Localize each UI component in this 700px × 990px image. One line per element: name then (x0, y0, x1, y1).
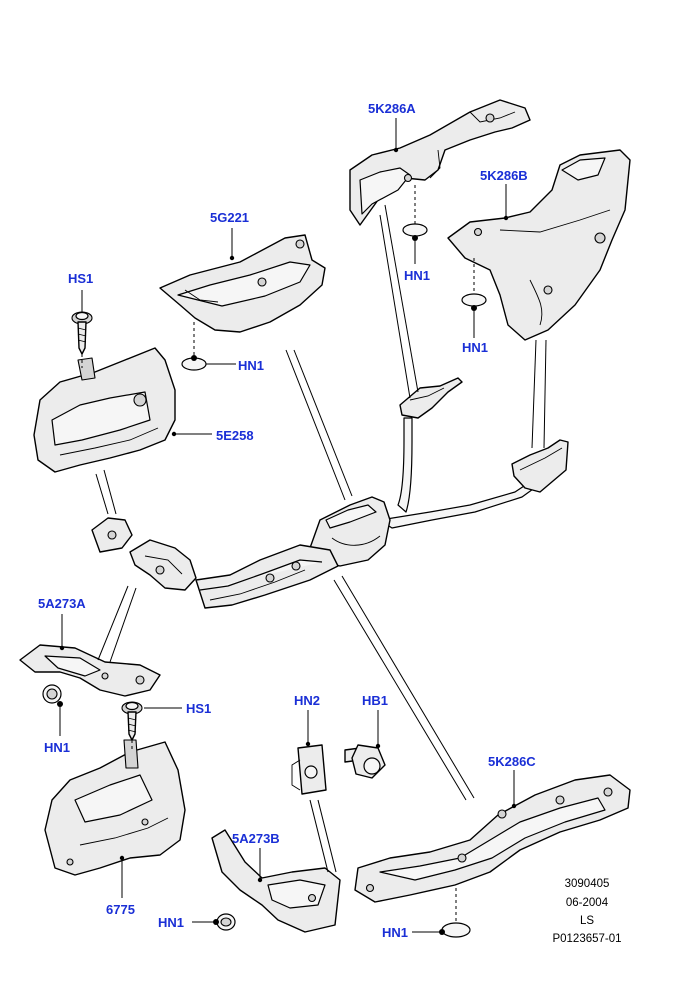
nut-hn1-5k286b (461, 293, 487, 311)
heat-shield-5k286c (354, 774, 631, 903)
callout-hs1-mid: HS1 (186, 701, 211, 716)
diagram-ref-number: 3090405 (564, 878, 610, 890)
callout-5g221: 5G221 (210, 210, 249, 225)
heat-shield-5k286a (349, 99, 531, 226)
callout-labels: HS1 5G221 HN1 5K286A HN1 5K286B HN1 5E25… (38, 101, 536, 940)
clip-nut-hn2 (291, 744, 327, 795)
leader-lines (59, 118, 547, 933)
callout-hn1-5a273a: HN1 (44, 740, 70, 755)
callout-5e258: 5E258 (216, 428, 254, 443)
nut-hn1-5a273a (42, 684, 63, 707)
heat-shield-6775 (44, 739, 186, 876)
callout-hs1-top: HS1 (68, 271, 93, 286)
callout-hn1-5g221: HN1 (238, 358, 264, 373)
callout-5k286c: 5K286C (488, 754, 536, 769)
nut-hn1-5k286c (439, 922, 471, 938)
diagram-model: LS (579, 915, 595, 927)
exhaust-system (91, 377, 569, 609)
nut-hn1-5a273b (213, 913, 236, 931)
diagram-date: 06-2004 (565, 897, 609, 909)
nut-hn1-5g221 (181, 355, 207, 371)
callout-hn1-5k286c: HN1 (382, 925, 408, 940)
callout-6775: 6775 (106, 902, 135, 917)
diagram-part-number: P0123657-01 (552, 933, 622, 945)
callout-5a273a: 5A273A (38, 596, 86, 611)
callout-hb1: HB1 (362, 693, 388, 708)
callout-hn2: HN2 (294, 693, 320, 708)
heat-shield-5e258 (33, 347, 176, 473)
bolt-hb1 (344, 744, 386, 779)
callout-hn1-5k286a: HN1 (404, 268, 430, 283)
callout-hn1-5k286b: HN1 (462, 340, 488, 355)
screw-hs1-mid (121, 701, 143, 741)
callout-hn1-5a273b: HN1 (158, 915, 184, 930)
heat-shield-5k286b (447, 149, 631, 341)
heat-shield-5a273a (19, 644, 161, 697)
callout-5k286b: 5K286B (480, 168, 528, 183)
callout-5a273b: 5A273B (232, 831, 280, 846)
callout-5k286a: 5K286A (368, 101, 416, 116)
nut-hn1-5k286a (402, 223, 428, 241)
screw-hs1-top (71, 311, 93, 355)
heat-shield-5g221 (159, 234, 326, 333)
heat-shield-5a273b (211, 829, 341, 933)
